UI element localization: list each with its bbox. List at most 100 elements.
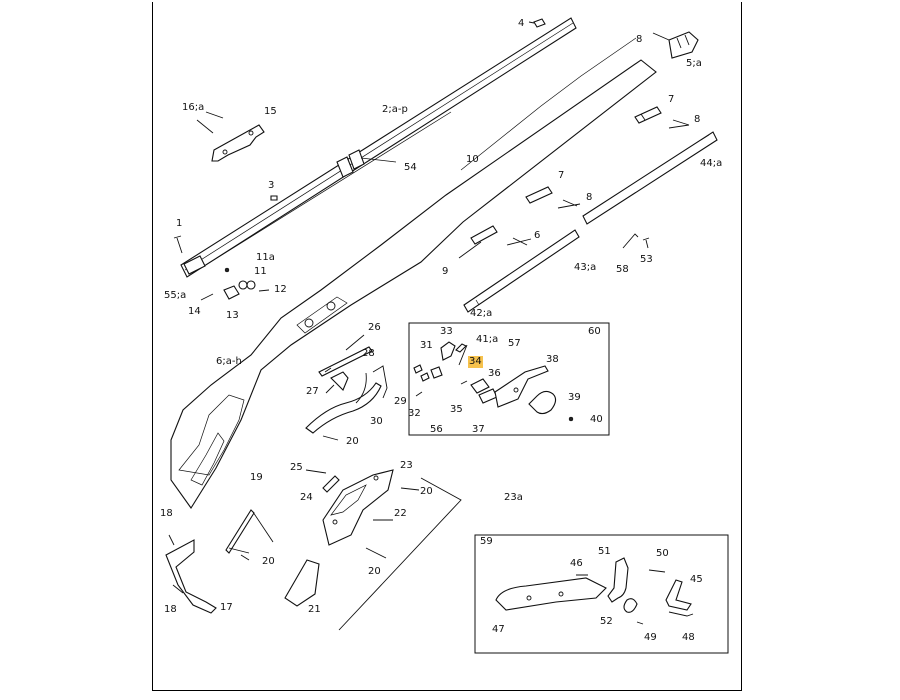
label-56: 56 [430, 424, 443, 435]
buttplate-part [165, 534, 217, 614]
label-46: 46 [570, 558, 583, 569]
trigger-part [325, 371, 349, 394]
label-5a: 5;a [686, 58, 702, 69]
screw-3-part [270, 195, 278, 201]
alt-lock-inset-frame [474, 534, 729, 654]
label-45: 45 [690, 574, 703, 585]
label-55a: 55;a [164, 290, 187, 301]
sideplate-part [196, 111, 265, 162]
label-23a: 23a [504, 492, 523, 503]
label-50: 50 [656, 548, 669, 559]
barrel-part [180, 17, 577, 278]
label-38: 38 [546, 354, 559, 365]
label-20-right: 20 [420, 486, 433, 497]
label-31: 31 [420, 340, 433, 351]
rear-sight-part [652, 31, 699, 59]
rifle-exploded-diagram [165, 17, 729, 654]
pin-middle-part [557, 199, 581, 209]
spring-58-part [622, 233, 639, 249]
label-54: 54 [404, 162, 417, 173]
trigger-plate-part [318, 334, 373, 377]
label-37: 37 [472, 424, 485, 435]
label-26: 26 [368, 322, 381, 333]
alt-lock-parts-group [495, 557, 694, 625]
label-15: 15 [264, 106, 277, 117]
label-22: 22 [394, 508, 407, 519]
part-14-part [200, 293, 214, 301]
label-27: 27 [306, 386, 319, 397]
screw-25-part [305, 469, 327, 474]
ramrod-pipe-part [463, 229, 580, 313]
label-44a: 44;a [700, 158, 723, 169]
spring-24-part [322, 475, 340, 493]
label-12: 12 [274, 284, 287, 295]
breech-plug-part [458, 225, 498, 259]
label-16a: 16;a [182, 102, 205, 113]
label-8-mid: 8 [586, 192, 593, 203]
label-13: 13 [226, 310, 239, 321]
label-19: 19 [250, 472, 263, 483]
label-11a: 11a [256, 252, 275, 263]
label-52: 52 [600, 616, 613, 627]
label-29: 29 [394, 396, 407, 407]
label-42a: 42;a [470, 308, 493, 319]
stock-part [170, 37, 657, 509]
part-11-part [224, 267, 270, 292]
nosecap-part [183, 255, 206, 275]
label-51: 51 [598, 546, 611, 557]
label-20-upper: 20 [346, 436, 359, 447]
label-34-highlighted: 34 [468, 356, 483, 368]
label-14: 14 [188, 306, 201, 317]
label-28: 28 [362, 348, 375, 359]
label-24: 24 [300, 492, 313, 503]
label-7-mid: 7 [558, 170, 565, 181]
label-33: 33 [440, 326, 453, 337]
label-6: 6 [534, 230, 541, 241]
screw-1-part [173, 235, 183, 254]
label-57: 57 [508, 338, 521, 349]
diagram-frame [152, 2, 742, 691]
label-21: 21 [308, 604, 321, 615]
label-58: 58 [616, 264, 629, 275]
label-41a: 41;a [476, 334, 499, 345]
label-36: 36 [488, 368, 501, 379]
label-7-top: 7 [668, 94, 675, 105]
label-47: 47 [492, 624, 505, 635]
label-20-bottom: 20 [368, 566, 381, 577]
label-18-top: 18 [160, 508, 173, 519]
label-8-upper: 8 [694, 114, 701, 125]
pin-upper-part [668, 119, 690, 129]
lockplate-23-part [322, 469, 394, 546]
label-40: 40 [590, 414, 603, 425]
label-1: 1 [176, 218, 183, 229]
label-30: 30 [370, 416, 383, 427]
barrel-key-middle-part [525, 186, 553, 204]
label-49: 49 [644, 632, 657, 643]
label-48: 48 [682, 632, 695, 643]
label-43a: 43;a [574, 262, 597, 273]
screw-53-part [642, 237, 650, 249]
label-10: 10 [466, 154, 479, 165]
label-60: 60 [588, 326, 601, 337]
barrel-key-upper-part [634, 106, 662, 124]
label-53: 53 [640, 254, 653, 265]
lock-parts-group [413, 341, 574, 422]
label-9: 9 [442, 266, 449, 277]
part-13-part [223, 285, 240, 300]
label-35: 35 [450, 404, 463, 415]
ramrod-part [582, 131, 718, 225]
label-2ap: 2;a-p [382, 104, 408, 115]
trigger-guard-spring-part [372, 365, 388, 399]
lock-inset-frame [408, 322, 610, 436]
trigger-guard-part [305, 372, 382, 441]
label-11: 11 [254, 266, 267, 277]
label-8-top: 8 [636, 34, 643, 45]
label-18-bottom: 18 [164, 604, 177, 615]
toe-plate-part [225, 509, 274, 561]
label-39: 39 [568, 392, 581, 403]
screw-20-lower-part [365, 487, 420, 559]
pin-lower-part [506, 237, 532, 246]
bracket-23a [338, 477, 462, 631]
label-59: 59 [480, 536, 493, 547]
label-6ah: 6;a-h [216, 356, 242, 367]
